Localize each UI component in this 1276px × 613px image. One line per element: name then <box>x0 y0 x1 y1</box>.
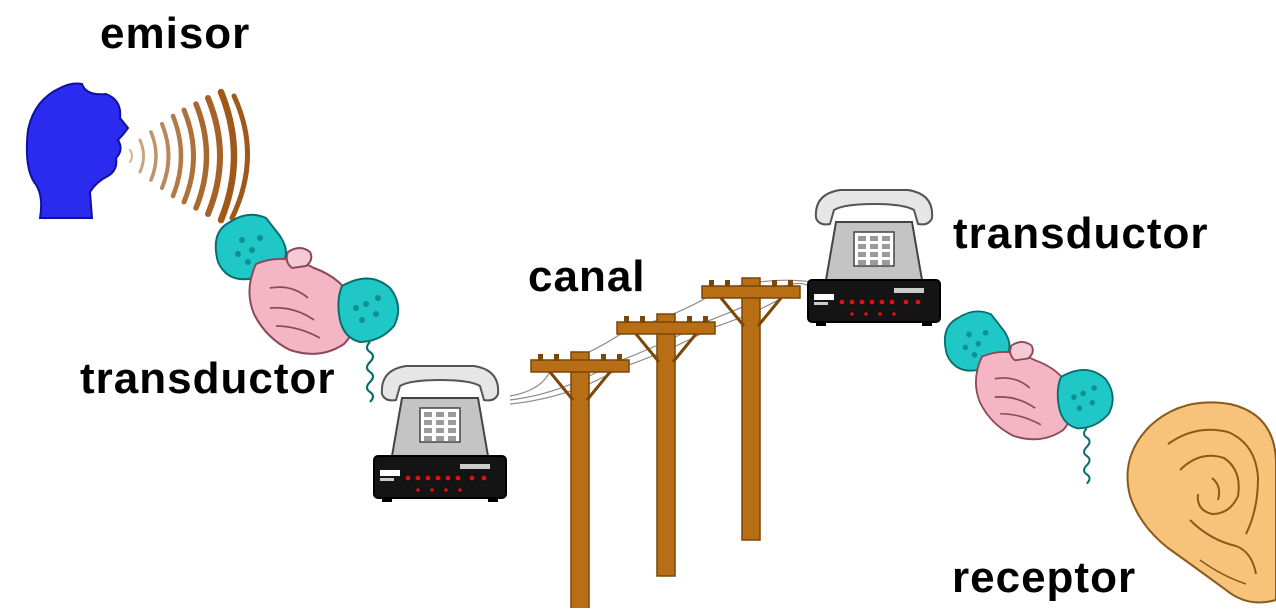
telephone-pole-icon <box>531 352 629 608</box>
speaker-head-icon <box>27 84 128 219</box>
receptor-label: receptor <box>952 556 1136 600</box>
telephone-icon <box>808 190 940 326</box>
telephone-pole-icon <box>617 314 715 576</box>
transductor-sender-label: transductor <box>80 357 335 401</box>
hand-holding-handset-icon <box>945 311 1113 483</box>
transductor-receiver-label: transductor <box>953 212 1208 256</box>
emisor-label: emisor <box>100 12 250 56</box>
telephone-icon <box>374 366 506 502</box>
ear-icon <box>1128 402 1276 602</box>
canal-label: canal <box>528 255 646 299</box>
sound-waves-icon <box>130 92 248 220</box>
